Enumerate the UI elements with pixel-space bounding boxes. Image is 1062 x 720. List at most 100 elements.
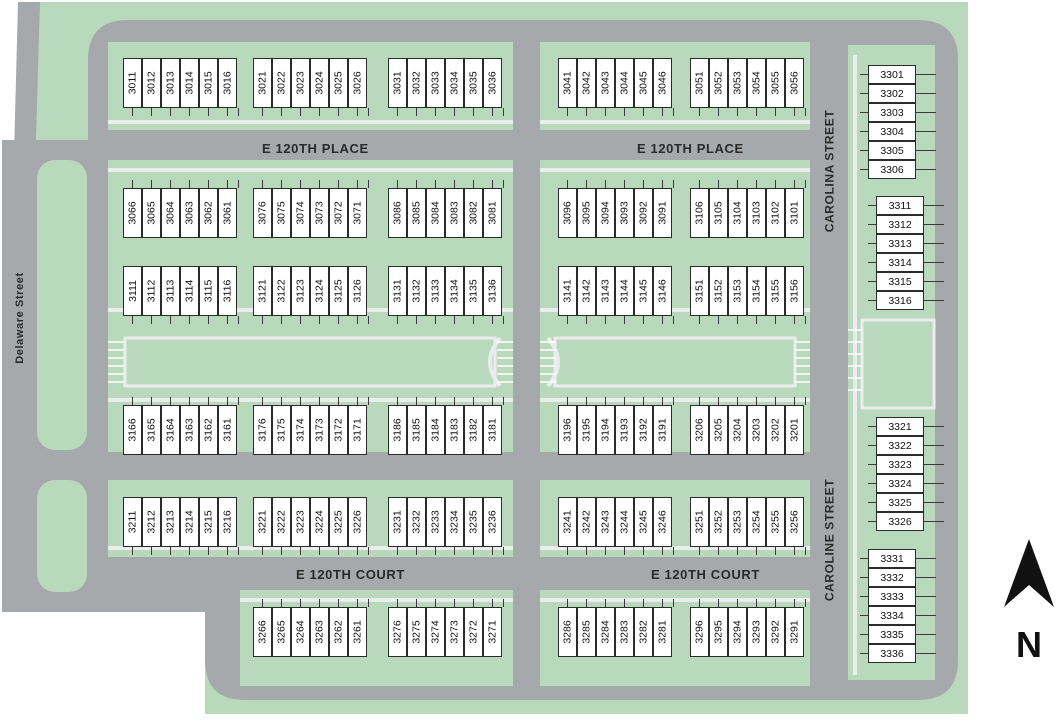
lot-number: 3224 — [313, 510, 326, 534]
lot-line — [473, 108, 474, 116]
lot-line — [208, 397, 209, 405]
lot-line — [860, 634, 868, 635]
lot-3323: 3323 — [876, 455, 924, 474]
lot-number: 3013 — [164, 71, 177, 95]
lot-number: 3093 — [618, 201, 631, 225]
lot-line — [397, 180, 398, 188]
lot-number: 3173 — [313, 418, 326, 442]
lot-number: 3324 — [888, 477, 912, 490]
lot-number: 3113 — [164, 279, 177, 303]
e-120th-court-west-label: E 120TH COURT — [296, 567, 405, 582]
lot-line — [643, 108, 644, 116]
lot-number: 3042 — [580, 71, 593, 95]
lot-3052: 3052 — [709, 58, 728, 108]
lot-number: 3154 — [750, 279, 763, 303]
lot-line — [605, 547, 606, 555]
lot-3154: 3154 — [747, 266, 766, 316]
lot-number: 3254 — [750, 510, 763, 534]
lot-number: 3263 — [313, 620, 326, 644]
lot-line — [916, 653, 936, 654]
lot-3184: 3184 — [426, 405, 445, 455]
lot-number: 3245 — [637, 510, 650, 534]
southwest-buffer-green — [37, 480, 87, 592]
lot-number: 3063 — [183, 201, 196, 225]
lot-number: 3196 — [561, 418, 574, 442]
east-lawn — [860, 318, 936, 410]
lot-line — [319, 397, 320, 405]
lot-number: 3023 — [294, 71, 307, 95]
lot-number: 3055 — [769, 71, 782, 95]
lot-line — [916, 577, 936, 578]
lot-line — [775, 547, 776, 555]
lot-number: 3115 — [202, 279, 215, 303]
lot-line — [357, 397, 358, 405]
lot-line — [397, 108, 398, 116]
lot-3215: 3215 — [199, 497, 218, 547]
lot-number: 3133 — [429, 279, 442, 303]
lot-number: 3095 — [580, 201, 593, 225]
lot-3243: 3243 — [596, 497, 615, 547]
lot-number: 3202 — [769, 418, 782, 442]
lot-line — [208, 547, 209, 555]
lot-3302: 3302 — [868, 84, 916, 103]
lot-3191: 3191 — [653, 405, 672, 455]
lot-3074: 3074 — [291, 188, 310, 238]
lot-line — [227, 316, 228, 324]
lot-line — [503, 316, 504, 324]
lot-number: 3072 — [332, 201, 345, 225]
lot-3181: 3181 — [483, 405, 502, 455]
lot-3025: 3025 — [329, 58, 348, 108]
lot-line — [916, 112, 936, 113]
lot-number: 3284 — [599, 620, 612, 644]
lot-3113: 3113 — [161, 266, 180, 316]
lot-line — [924, 521, 944, 522]
lot-line — [699, 547, 700, 555]
lot-number: 3282 — [637, 620, 650, 644]
lot-3141: 3141 — [558, 266, 577, 316]
lot-line — [357, 547, 358, 555]
lot-line — [737, 397, 738, 405]
lot-3334: 3334 — [868, 606, 916, 625]
lot-line — [794, 180, 795, 188]
lot-3213: 3213 — [161, 497, 180, 547]
lot-number: 3322 — [888, 439, 912, 452]
lot-line — [281, 397, 282, 405]
lot-3156: 3156 — [785, 266, 804, 316]
lot-line — [673, 397, 674, 405]
lot-line — [868, 300, 876, 301]
lot-3275: 3275 — [407, 607, 426, 657]
lot-3083: 3083 — [445, 188, 464, 238]
lot-line — [357, 180, 358, 188]
lot-3193: 3193 — [615, 405, 634, 455]
lot-number: 3012 — [145, 71, 158, 95]
lot-3085: 3085 — [407, 188, 426, 238]
lot-line — [868, 205, 876, 206]
lot-line — [170, 316, 171, 324]
lot-3185: 3185 — [407, 405, 426, 455]
lot-line — [924, 483, 944, 484]
lot-3142: 3142 — [577, 266, 596, 316]
lot-3134: 3134 — [445, 266, 464, 316]
lot-line — [673, 316, 674, 324]
lot-3102: 3102 — [766, 188, 785, 238]
lot-line — [281, 547, 282, 555]
lot-line — [868, 243, 876, 244]
lot-number: 3011 — [126, 71, 139, 95]
lot-3241: 3241 — [558, 497, 577, 547]
lot-3272: 3272 — [464, 607, 483, 657]
lot-3306: 3306 — [868, 160, 916, 179]
lot-3225: 3225 — [329, 497, 348, 547]
lot-3063: 3063 — [180, 188, 199, 238]
lot-line — [737, 316, 738, 324]
lot-number: 3066 — [126, 201, 139, 225]
lot-3042: 3042 — [577, 58, 596, 108]
lot-line — [319, 599, 320, 607]
lot-number: 3101 — [788, 201, 801, 225]
lot-number: 3212 — [145, 510, 158, 534]
lot-number: 3246 — [656, 510, 669, 534]
lot-line — [916, 169, 936, 170]
lot-3172: 3172 — [329, 405, 348, 455]
lot-3032: 3032 — [407, 58, 426, 108]
lot-line — [435, 108, 436, 116]
lot-3211: 3211 — [123, 497, 142, 547]
